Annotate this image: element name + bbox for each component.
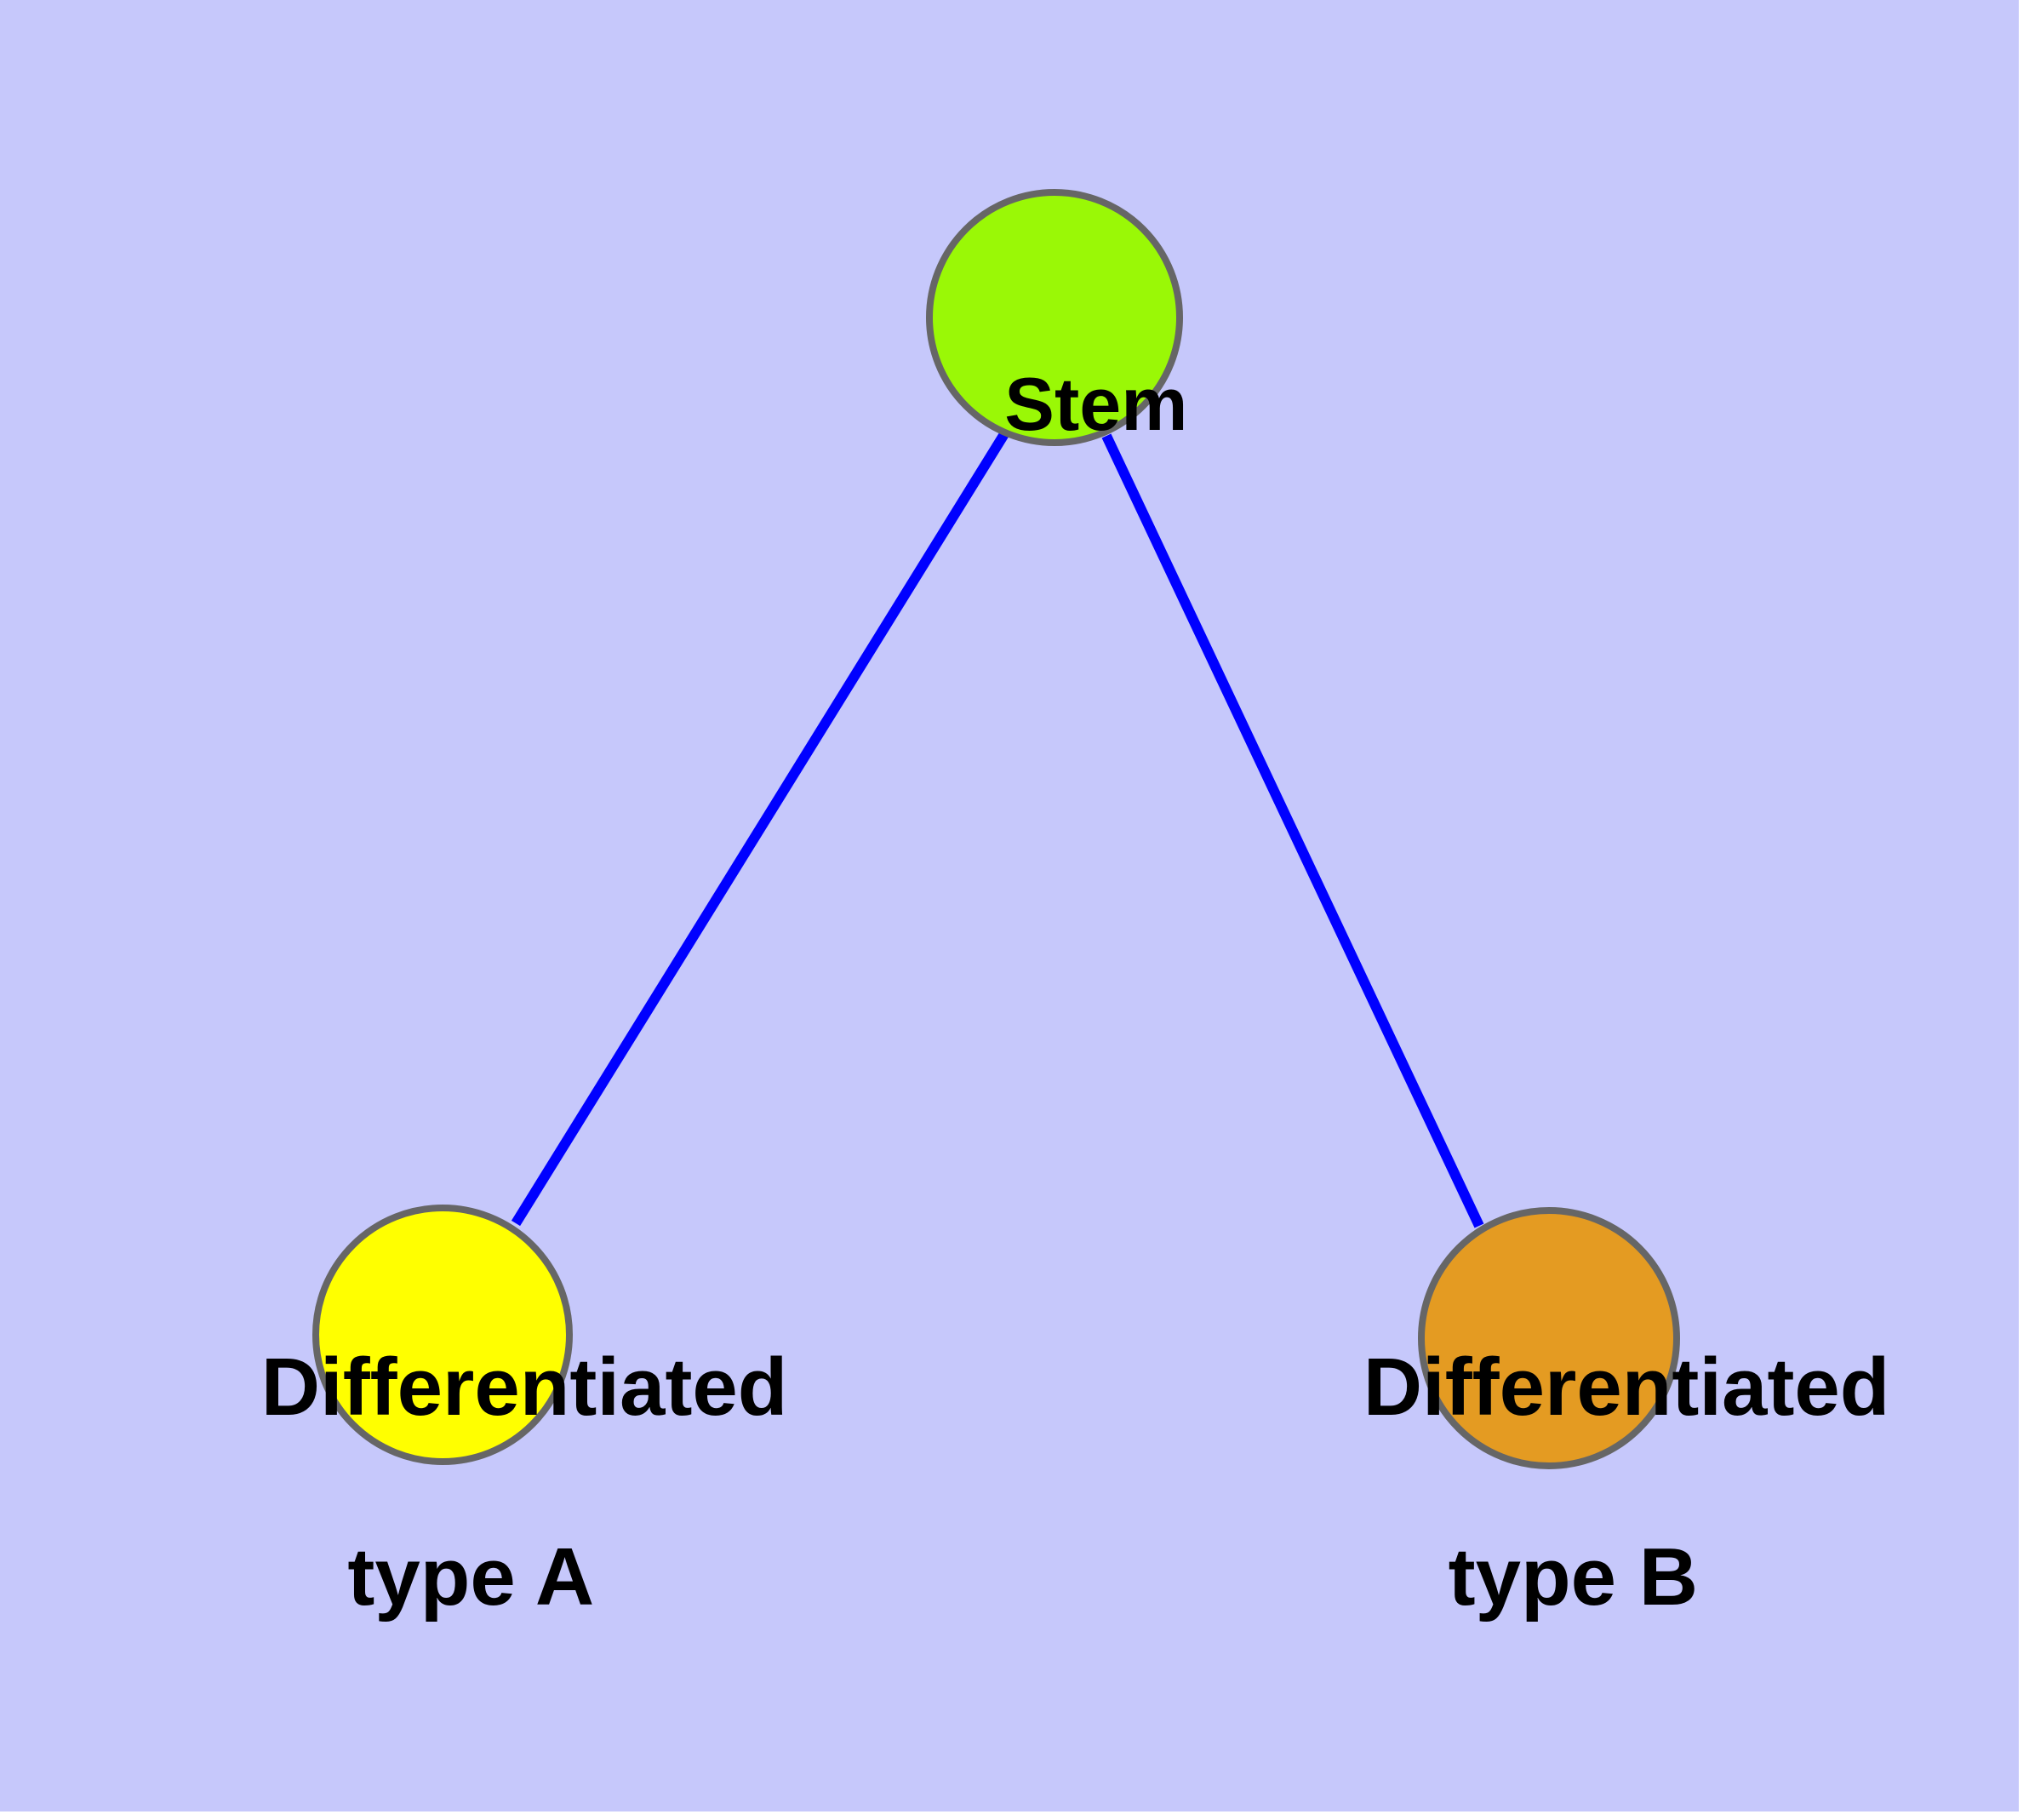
node-differentiated-type-b[interactable] [1418,1207,1680,1469]
edge-stem-to-type-b[interactable] [1101,433,1484,1228]
node-stem[interactable] [926,189,1183,446]
node-differentiated-type-a[interactable] [312,1205,573,1465]
node-layer [312,189,1680,1469]
edge-stem-to-type-a[interactable] [511,431,1009,1227]
edge-layer [511,431,1484,1228]
